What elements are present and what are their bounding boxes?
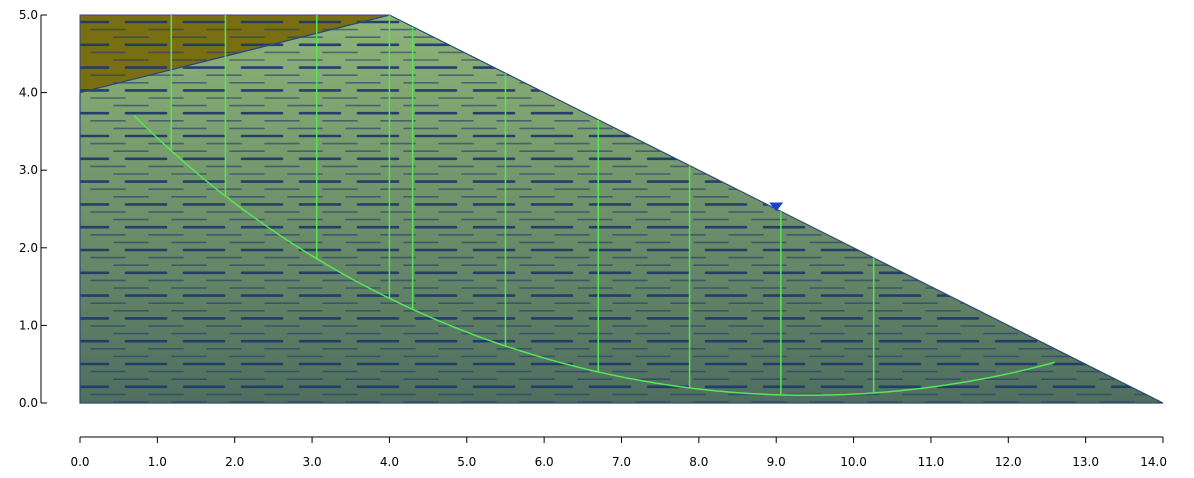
x-tick-label: 14.0 xyxy=(1140,455,1167,469)
y-tick-label: 0.0 xyxy=(19,396,38,410)
layer-boundary xyxy=(79,14,390,94)
x-tick-label: 12.0 xyxy=(995,455,1022,469)
y-tick-label: 2.0 xyxy=(19,241,38,255)
x-tick-label: 10.0 xyxy=(840,455,867,469)
axes: 0.0 1.0 2.0 3.0 4.0 5.0 0.0 1.0 2.0 3.0 4.0 5.0 6.0 7… xyxy=(19,8,1167,469)
soil-layers xyxy=(79,14,1164,404)
x-tick-label: 13.0 xyxy=(1072,455,1099,469)
x-tick-label: 6.0 xyxy=(535,455,554,469)
water-table-marker xyxy=(769,202,784,212)
y-tick-label: 5.0 xyxy=(19,8,38,22)
top-layer-outline xyxy=(79,14,390,93)
slip-surface xyxy=(133,114,1055,396)
x-tick-label: 1.0 xyxy=(148,455,167,469)
x-tick-label: 11.0 xyxy=(918,455,945,469)
x-tick-label: 3.0 xyxy=(303,455,322,469)
y-tick-label: 3.0 xyxy=(19,163,38,177)
x-tick-label: 2.0 xyxy=(225,455,244,469)
y-tick-label: 1.0 xyxy=(19,318,38,332)
slice-lines xyxy=(133,15,1055,396)
x-tick-label: 9.0 xyxy=(767,455,786,469)
y-tick-label: 4.0 xyxy=(19,86,38,100)
main-soil-layer xyxy=(80,15,1163,403)
x-tick-label: 7.0 xyxy=(612,455,631,469)
x-tick-label: 0.0 xyxy=(70,455,89,469)
x-tick-label: 4.0 xyxy=(380,455,399,469)
x-tick-label: 8.0 xyxy=(689,455,708,469)
x-tick-label: 5.0 xyxy=(457,455,476,469)
